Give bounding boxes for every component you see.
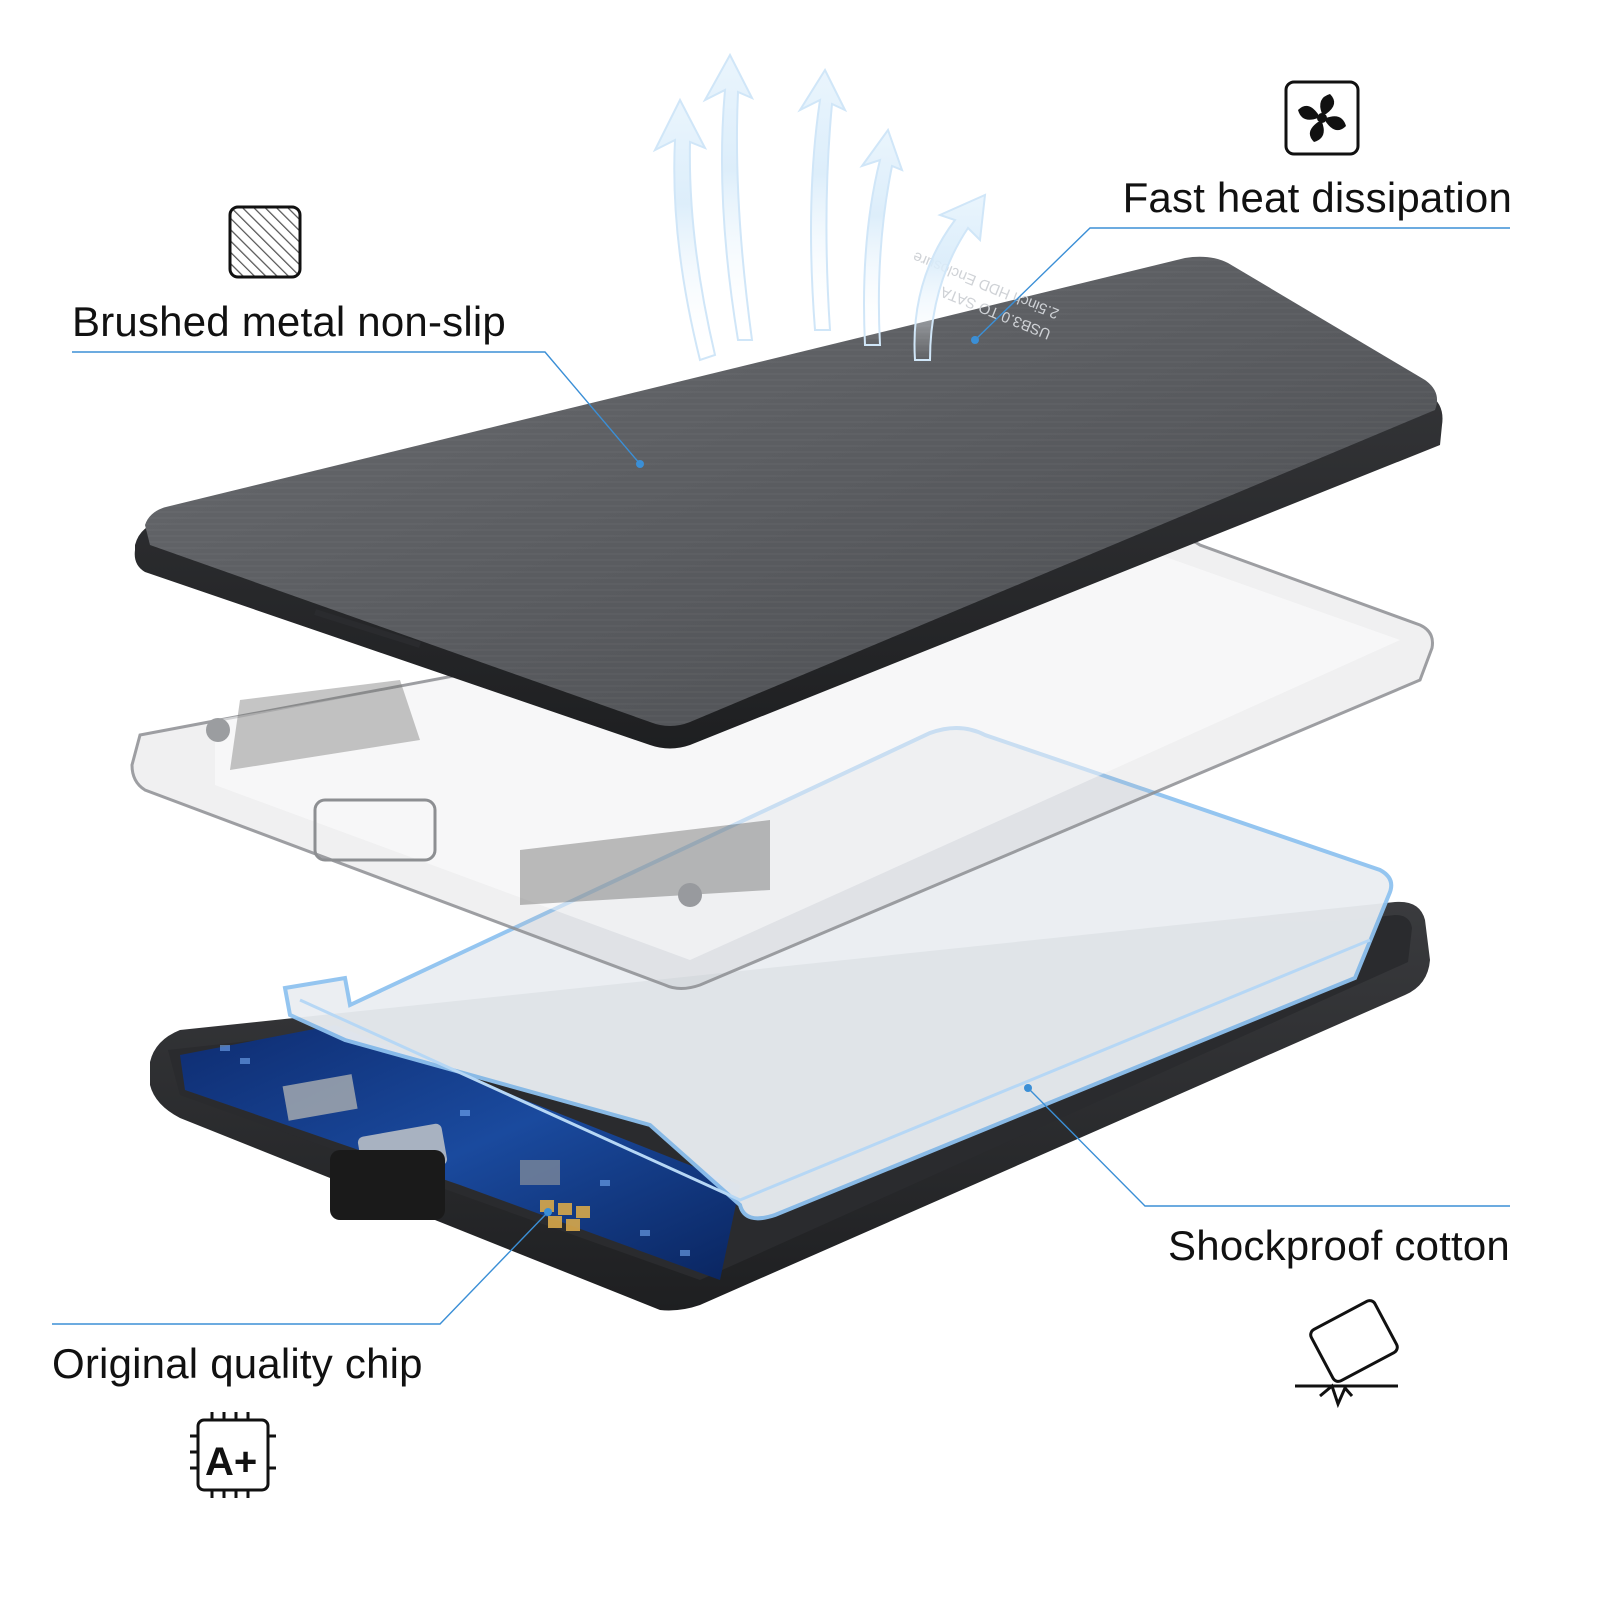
callout-lines xyxy=(52,227,1510,1325)
callout-shockproof-cotton: Shockproof cotton xyxy=(1168,1222,1510,1269)
chip-badge-text: A+ xyxy=(205,1440,257,1484)
callout-quality-chip: Original quality chip xyxy=(52,1340,423,1387)
callout-brushed-metal: Brushed metal non-slip xyxy=(72,298,506,345)
heat-arrows xyxy=(652,52,987,362)
transparent-frame xyxy=(130,538,1434,990)
hatched-square-icon xyxy=(228,205,302,279)
callout-heat-dissipation: Fast heat dissipation xyxy=(1122,174,1512,221)
impact-icon xyxy=(1295,1299,1399,1409)
metal-cover: 2.5inch HDD Enclosure USB3.0 TO SATA xyxy=(134,248,1443,749)
shockproof-pad xyxy=(282,726,1394,1221)
chip-a-plus-icon: A+ xyxy=(190,1412,276,1498)
fan-icon xyxy=(1284,80,1360,156)
